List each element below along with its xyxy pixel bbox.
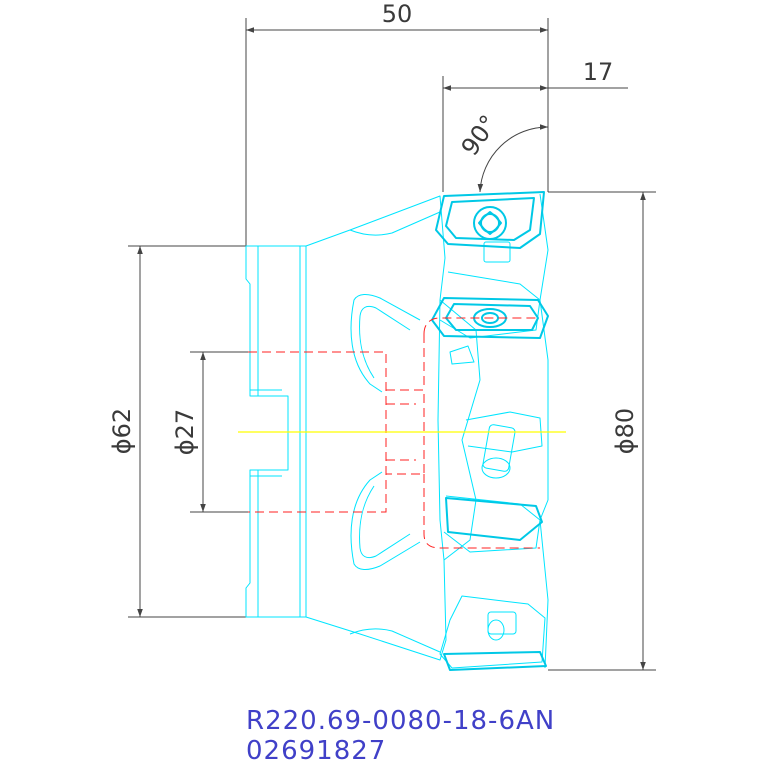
- insert-pocket-bottom: [439, 595, 546, 669]
- clamp-screw-bottom-body: [487, 611, 517, 635]
- dimension-text-17: 17: [583, 58, 614, 86]
- dimension-text-90: 90°: [456, 110, 503, 161]
- clamp-screw-head: [481, 457, 511, 479]
- body-profile: [305, 195, 447, 661]
- angle-arc-90: [477, 124, 549, 193]
- chip-pocket-lower: [350, 471, 421, 570]
- dimension-text-50: 50: [382, 0, 413, 28]
- body-flute-upper: [349, 211, 441, 236]
- bore-step: [386, 389, 425, 475]
- bore-step-inner: [386, 403, 416, 461]
- clamp-screw-bottom: [487, 619, 505, 641]
- hidden-lines: [248, 317, 540, 549]
- torx-screw-icon: [473, 206, 507, 240]
- body-flute-lower: [349, 628, 441, 653]
- front-face: [439, 299, 481, 561]
- dimension-text-phi27: ϕ27: [171, 409, 199, 455]
- cutter-body: [245, 193, 549, 669]
- insert-top: [435, 191, 545, 249]
- part-designation: R220.69-0080-18-6AN: [246, 706, 556, 736]
- front-edge: [539, 193, 549, 669]
- wedge-upper: [449, 345, 475, 365]
- insert-bottom: [443, 651, 547, 671]
- clamp-screw-slot: [482, 424, 516, 472]
- counterbore: [423, 317, 540, 549]
- dimension-text-phi80: ϕ80: [611, 408, 639, 454]
- chip-pocket-lower-inner: [359, 485, 411, 559]
- chip-pocket-upper: [350, 294, 421, 393]
- chip-pocket-upper-inner: [359, 305, 411, 379]
- insert-pocket-mid-upper: [439, 271, 541, 339]
- insert-top-inner: [445, 197, 535, 241]
- dimension-text-phi62: ϕ62: [108, 408, 136, 454]
- insert-middle-screw-inner: [481, 312, 499, 324]
- article-number: 02691827: [246, 736, 387, 766]
- cutting-inserts: [431, 191, 549, 671]
- insert-lower: [445, 497, 543, 541]
- dimension-lines: [128, 18, 656, 671]
- wedge-top: [483, 241, 511, 263]
